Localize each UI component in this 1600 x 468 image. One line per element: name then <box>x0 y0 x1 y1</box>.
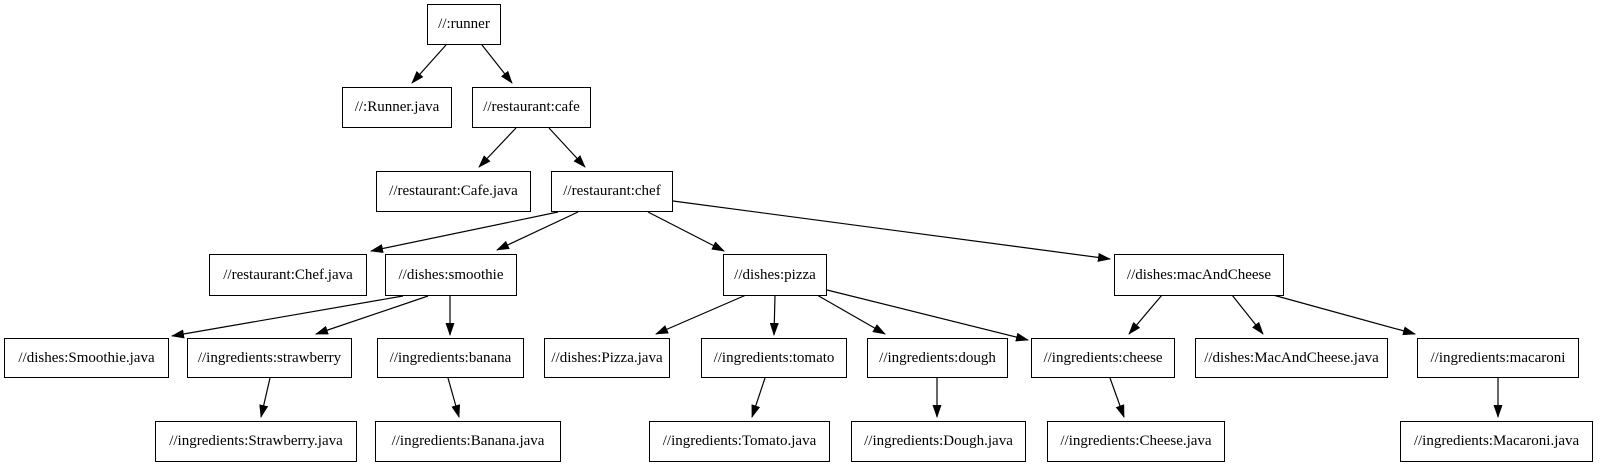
edge-banana-to-banana-java <box>447 377 461 418</box>
node-smoothie: //dishes:smoothie <box>385 254 517 296</box>
node-dough: //ingredients:dough <box>867 338 1008 378</box>
edge-pizza-to-pizza-java <box>655 294 747 335</box>
node-chef-java: //restaurant:Chef.java <box>209 254 367 296</box>
edge-smoothie-to-strawberry <box>315 295 429 335</box>
edge-cheese-to-cheese-java <box>1109 377 1125 418</box>
node-runner: //:runner <box>427 4 501 45</box>
edge-smoothie-to-smoothie-java <box>171 295 404 339</box>
node-cheese: //ingredients:cheese <box>1031 338 1175 378</box>
edge-cafe-to-chef <box>548 127 586 168</box>
node-cafe-java: //restaurant:Cafe.java <box>376 171 531 212</box>
node-pizza-java: //dishes:Pizza.java <box>544 338 670 378</box>
edge-chef-to-smoothie <box>496 211 579 251</box>
edge-mac-and-cheese-to-macaroni <box>1272 294 1416 336</box>
node-macaroni: //ingredients:macaroni <box>1417 338 1579 378</box>
node-cafe: //restaurant:cafe <box>472 87 591 128</box>
node-macaroni-java: //ingredients:Macaroni.java <box>1400 421 1593 462</box>
node-dough-java: //ingredients:Dough.java <box>851 421 1026 462</box>
edge-chef-to-chef-java <box>370 211 559 253</box>
node-smoothie-java: //dishes:Smoothie.java <box>4 338 169 378</box>
edge-runner-to-runner-java <box>411 44 447 84</box>
edge-mac-and-cheese-to-cheese <box>1128 294 1163 335</box>
edge-strawberry-to-strawberry-java <box>259 377 271 418</box>
edge-pizza-to-cheese <box>826 289 1029 342</box>
node-banana: //ingredients:banana <box>377 338 524 378</box>
node-strawberry-java: //ingredients:Strawberry.java <box>155 421 357 462</box>
node-pizza: //dishes:pizza <box>723 254 827 296</box>
node-tomato: //ingredients:tomato <box>701 338 847 378</box>
node-mac-and-cheese: //dishes:macAndCheese <box>1114 254 1284 296</box>
node-tomato-java: //ingredients:Tomato.java <box>649 421 830 462</box>
edge-tomato-to-tomato-java <box>751 377 766 418</box>
node-runner-java: //:Runner.java <box>342 87 452 128</box>
edge-mac-and-cheese-to-mac-and-cheese-java <box>1231 294 1264 335</box>
node-cheese-java: //ingredients:Cheese.java <box>1047 421 1225 462</box>
edge-pizza-to-tomato <box>769 294 779 336</box>
node-banana-java: //ingredients:Banana.java <box>375 421 561 462</box>
node-mac-and-cheese-java: //dishes:MacAndCheese.java <box>1195 338 1388 378</box>
node-chef: //restaurant:chef <box>551 171 673 212</box>
edge-chef-to-mac-and-cheese <box>672 200 1111 262</box>
edge-cafe-to-cafe-java <box>478 127 517 168</box>
node-strawberry: //ingredients:strawberry <box>187 338 352 378</box>
edge-runner-to-cafe <box>481 44 513 84</box>
edge-pizza-to-dough <box>816 294 886 335</box>
edge-chef-to-pizza <box>647 211 725 252</box>
